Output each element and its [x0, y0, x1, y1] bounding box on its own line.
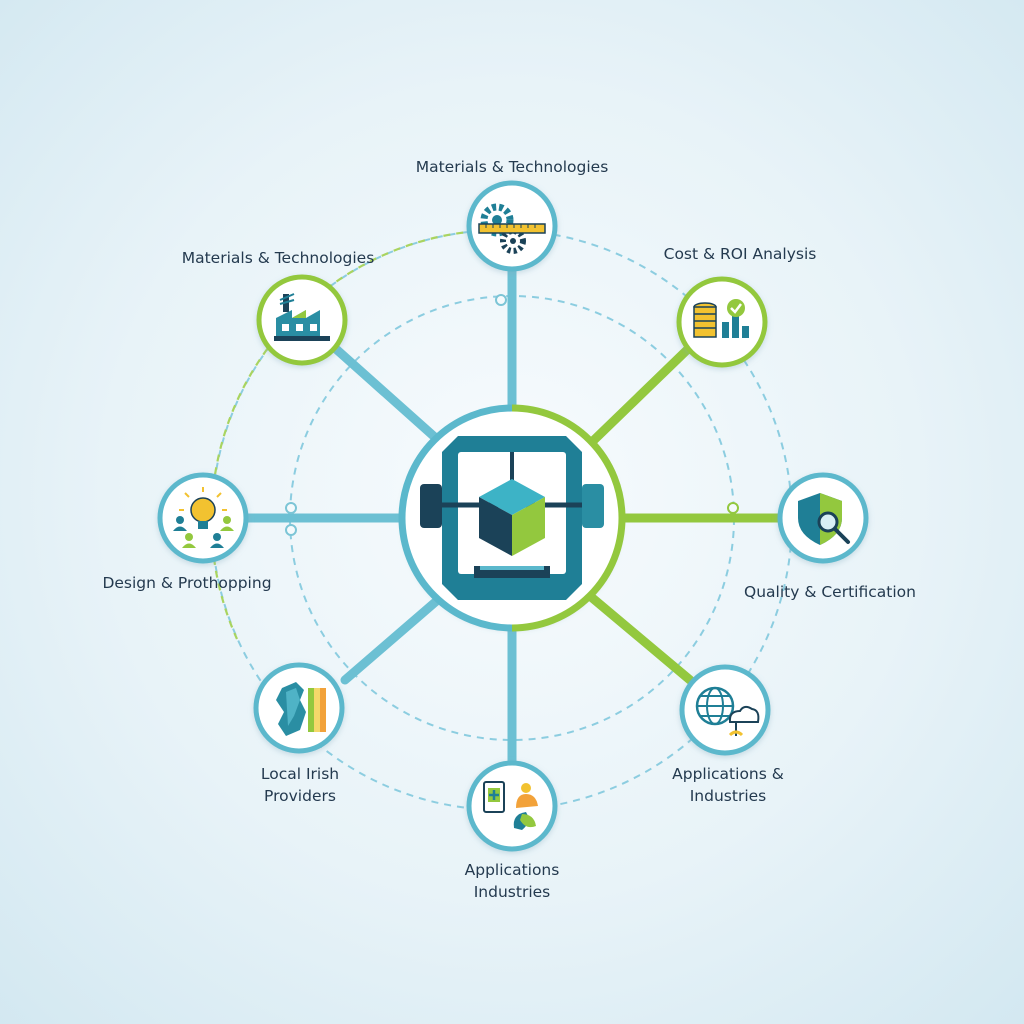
hub-ring-left — [398, 404, 513, 632]
3d-printer-icon — [420, 436, 604, 600]
shield-magnifier-icon — [798, 493, 850, 545]
central-hub — [398, 404, 626, 632]
node-top[interactable] — [466, 180, 558, 272]
node-left[interactable] — [157, 472, 249, 564]
label-line: Applications & — [672, 765, 784, 783]
label-line: Materials & Technologies — [181, 249, 375, 267]
spoke-top-left — [331, 344, 443, 445]
node-ring — [466, 760, 558, 852]
label-line: Local Irish — [260, 765, 340, 783]
junction-dot — [727, 502, 739, 514]
node-label-bottom-left: Local Irish Providers — [200, 763, 400, 807]
spoke-bottom-left — [340, 593, 445, 685]
spoke-bottom-right — [585, 591, 695, 685]
outer-orbit-ring-green-arc — [210, 228, 503, 640]
node-top-left[interactable] — [256, 274, 348, 366]
node-label-top-right: Cost & ROI Analysis — [590, 243, 890, 265]
label-line: Quality & Certification — [744, 583, 916, 601]
factory-icon — [274, 293, 330, 341]
hub-ring-right — [511, 404, 626, 632]
node-label-bottom: Applications Industries — [412, 859, 612, 903]
spoke-top-right — [589, 344, 693, 445]
label-line: Design & Prothopping — [102, 574, 272, 592]
node-label-top-left: Materials & Technologies — [128, 247, 428, 269]
spokes — [235, 253, 783, 767]
junction-dots — [285, 294, 739, 536]
label-line: Cost & ROI Analysis — [663, 245, 817, 263]
junction-dot — [285, 502, 297, 514]
label-line: Providers — [264, 787, 336, 805]
node-bottom-right[interactable] — [679, 664, 771, 756]
node-label-right: Quality & Certification — [680, 581, 980, 603]
label-line: Industries — [473, 883, 551, 901]
node-right[interactable] — [777, 472, 869, 564]
lightbulb-team-icon — [173, 487, 234, 548]
gear-ruler-icon — [478, 203, 546, 254]
ireland-map-icon — [276, 682, 326, 736]
node-label-left: Design & Prothopping — [37, 572, 337, 594]
label-line: Industries — [689, 787, 767, 805]
node-bottom-left[interactable] — [253, 662, 345, 754]
globe-cloud-icon — [695, 686, 760, 737]
node-top-right[interactable] — [676, 276, 768, 368]
junction-dot — [285, 524, 297, 536]
coins-chart-icon — [693, 299, 749, 338]
label-line: Applications — [464, 861, 560, 879]
node-label-top: Materials & Technologies — [362, 156, 662, 178]
tablet-people-icon — [483, 781, 538, 830]
node-label-bottom-right: Applications & Industries — [628, 763, 828, 807]
junction-dot — [495, 294, 507, 306]
label-line: Materials & Technologies — [415, 158, 609, 176]
node-bottom[interactable] — [466, 760, 558, 852]
